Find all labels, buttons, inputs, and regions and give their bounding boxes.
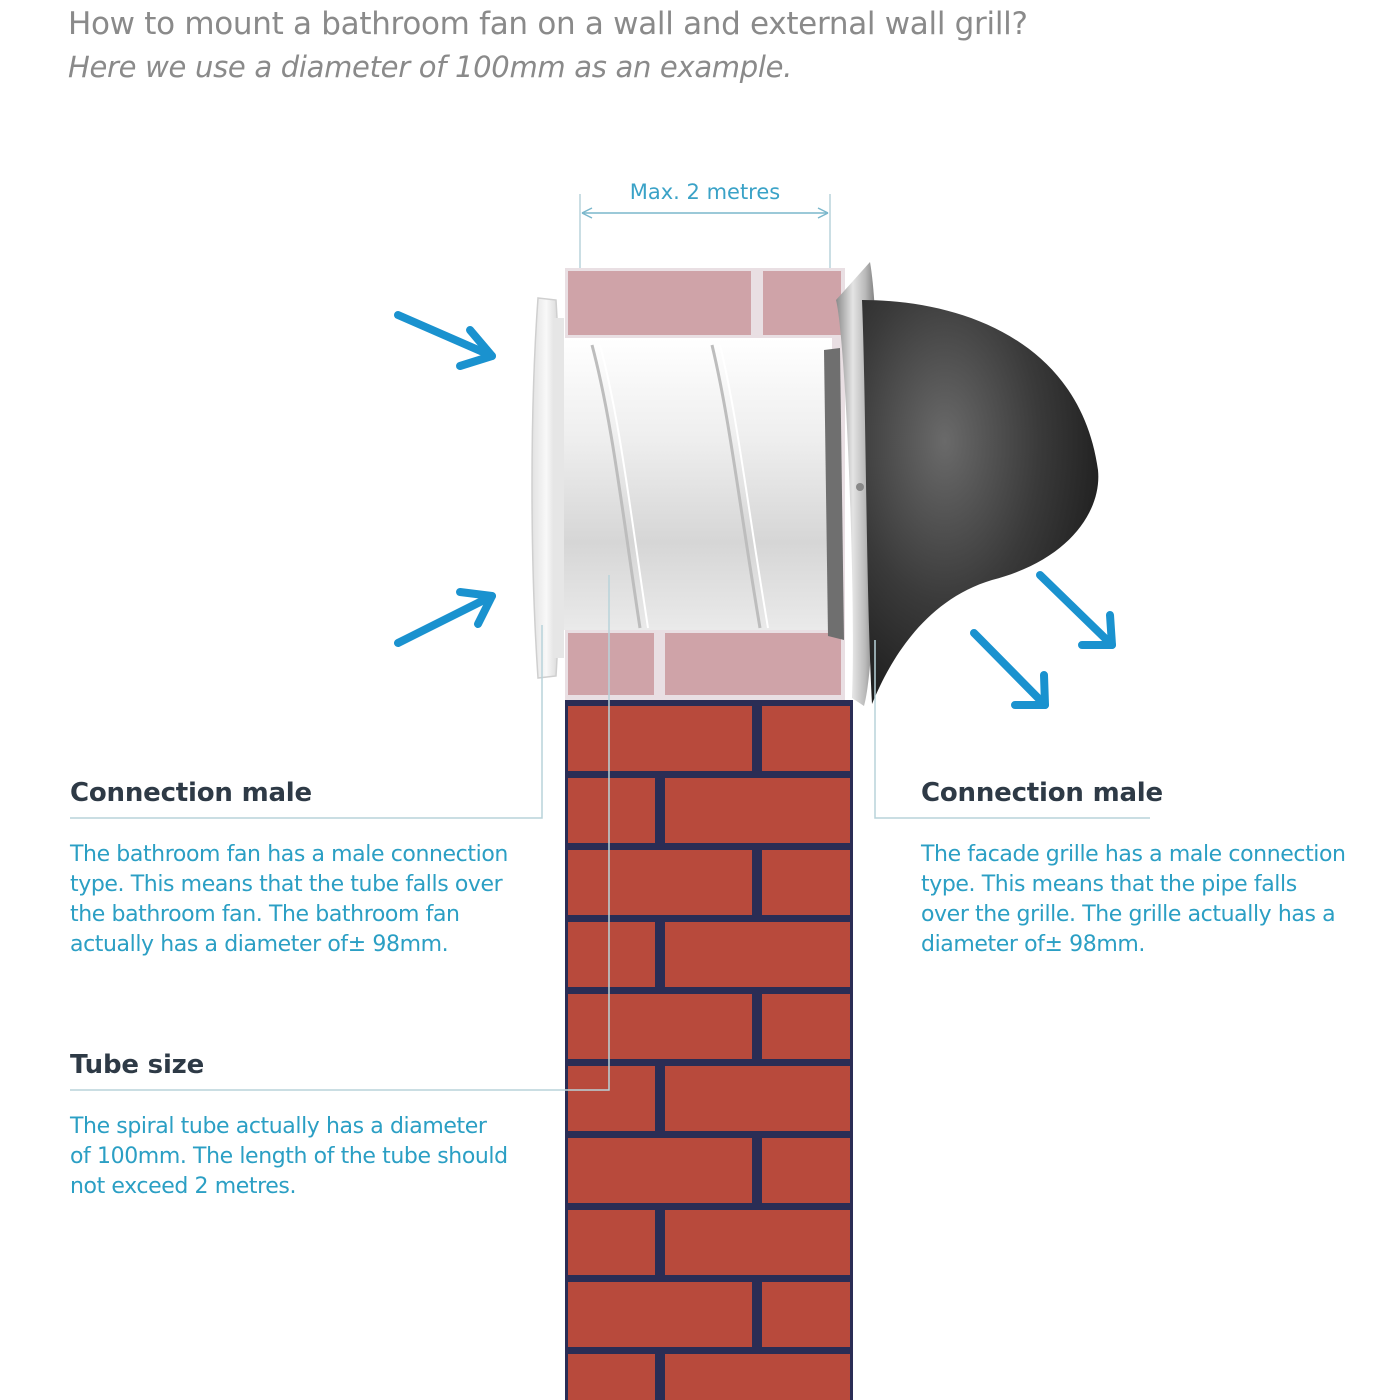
airflow-arrow-icon bbox=[394, 311, 496, 370]
callout-fan-heading: Connection male bbox=[70, 778, 312, 808]
brick bbox=[665, 1210, 850, 1275]
brick bbox=[568, 706, 752, 771]
brick bbox=[665, 1354, 850, 1400]
tube-seam-highlight bbox=[719, 344, 769, 629]
leader-line-grille bbox=[874, 640, 1150, 819]
wall-brick bbox=[568, 271, 751, 335]
callout-grille: Connection male The facade grille has a … bbox=[921, 778, 1351, 960]
tube-body bbox=[560, 338, 832, 630]
tube-seam bbox=[710, 344, 762, 629]
callout-grille-heading: Connection male bbox=[921, 778, 1163, 808]
callout-fan-text: The bathroom fan has a male connection t… bbox=[70, 842, 508, 957]
callout-tube-heading: Tube size bbox=[70, 1050, 205, 1080]
wall-brick bbox=[665, 633, 841, 695]
dimension-arrowheads bbox=[581, 207, 829, 219]
brick bbox=[568, 778, 655, 843]
brick bbox=[568, 1282, 752, 1347]
fan-spigot bbox=[554, 318, 564, 658]
callout-tube: Tube size The spiral tube actually has a… bbox=[70, 1050, 542, 1202]
grille-hood bbox=[862, 300, 1099, 704]
tube-seam bbox=[590, 344, 642, 629]
brick bbox=[762, 1282, 850, 1347]
brick bbox=[568, 1066, 655, 1131]
airflow-arrow-icon bbox=[394, 588, 496, 647]
grille-spigot bbox=[824, 348, 844, 640]
page-title: How to mount a bathroom fan on a wall an… bbox=[68, 6, 1028, 42]
dimension-indicator: Max. 2 metres bbox=[579, 180, 831, 268]
leader-line-fan bbox=[70, 625, 543, 819]
brick-wall bbox=[565, 700, 853, 1400]
brick bbox=[762, 850, 850, 915]
brick bbox=[762, 706, 850, 771]
grille-screw bbox=[856, 483, 864, 491]
brick bbox=[568, 1354, 655, 1400]
bathroom-fan bbox=[531, 297, 564, 679]
spiral-tube bbox=[560, 338, 832, 630]
leader-lines bbox=[70, 575, 1150, 1091]
callout-tube-text: The spiral tube actually has a diameter … bbox=[70, 1114, 508, 1199]
dimension-label: Max. 2 metres bbox=[630, 180, 780, 204]
brick bbox=[762, 994, 850, 1059]
airflow-arrow-icon bbox=[970, 629, 1049, 709]
brick bbox=[665, 922, 850, 987]
brick bbox=[665, 1066, 850, 1131]
page-subtitle: Here we use a diameter of 100mm as an ex… bbox=[68, 50, 793, 84]
airflow-arrow-icon bbox=[1036, 571, 1116, 649]
brick bbox=[762, 1138, 850, 1203]
leader-line-tube bbox=[70, 575, 610, 1091]
brick bbox=[665, 778, 850, 843]
callout-fan: Connection male The bathroom fan has a m… bbox=[70, 778, 542, 960]
brick bbox=[568, 1210, 655, 1275]
wall-brick bbox=[763, 271, 841, 335]
brick bbox=[568, 850, 752, 915]
brick bbox=[568, 922, 655, 987]
external-wall-grille bbox=[824, 262, 1099, 706]
brick bbox=[568, 1138, 752, 1203]
tube-seam-highlight bbox=[599, 344, 649, 629]
callout-grille-text: The facade grille has a male connection … bbox=[921, 842, 1346, 957]
wall-brick bbox=[568, 633, 654, 695]
brick bbox=[568, 994, 752, 1059]
